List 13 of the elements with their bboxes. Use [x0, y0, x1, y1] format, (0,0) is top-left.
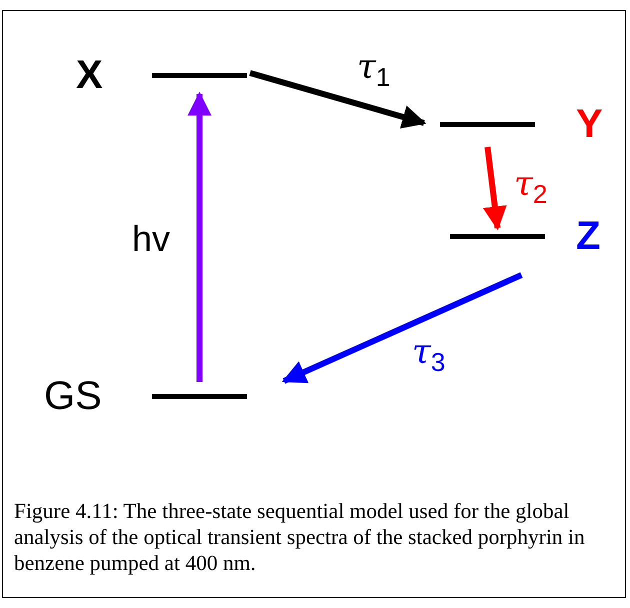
arrow	[188, 92, 212, 382]
arrow	[482, 146, 507, 230]
edge-label: τ$_{2}$	[514, 165, 548, 211]
edge-label: hv	[132, 220, 170, 258]
arrow	[282, 272, 523, 384]
state-label: Z	[576, 213, 600, 259]
edge-label: τ$_{3}$	[412, 333, 446, 379]
state-label: X	[76, 52, 103, 98]
figure-caption: Figure 4.11: The three-state sequential model used for the global analysis of the optical transient spectra of the stacked porphyrin in benzene pumped at 400 nm.	[14, 498, 586, 576]
arrow	[249, 70, 426, 129]
edge-label: τ$_{1}$	[357, 48, 390, 94]
state-label: Y	[576, 101, 603, 147]
state-label: GS	[44, 373, 102, 419]
